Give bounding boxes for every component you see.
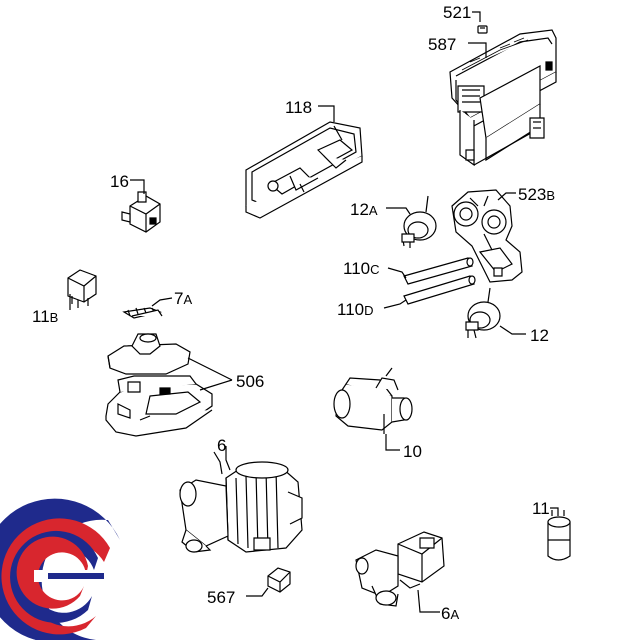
leader-10: [385, 434, 400, 451]
leader-506-b: [199, 379, 233, 391]
brand-logo: [0, 498, 120, 640]
label-506: 506: [236, 372, 264, 391]
part-567-cap: [268, 568, 290, 592]
label-10: 10: [403, 442, 422, 461]
label-6: 6: [217, 436, 226, 455]
part-6-circulation-pump: [180, 452, 302, 552]
leader-12: [499, 325, 526, 335]
label-110C: 110C: [343, 259, 380, 278]
part-10-heater: [334, 368, 412, 434]
part-6A-drain-pump: [356, 532, 444, 606]
label-587: 587: [428, 35, 456, 54]
leader-6A: [417, 589, 440, 613]
label-16: 16: [110, 172, 129, 191]
leader-12A: [386, 207, 411, 215]
part-521-clip: [478, 26, 487, 33]
part-11-capacitor: [548, 510, 570, 560]
label-7A: 7A: [174, 289, 192, 308]
label-6A: 6A: [441, 604, 459, 623]
label-11B: 11B: [32, 307, 58, 326]
leader-11: [550, 507, 559, 516]
leader-521: [472, 11, 481, 22]
part-110C-hose: [404, 258, 473, 284]
label-567: 567: [207, 588, 235, 607]
part-12A-pressure-switch: [402, 196, 436, 248]
part-506-softener-cover: [108, 334, 190, 374]
leader-118: [318, 105, 335, 122]
part-12-pressure-switch: [466, 288, 500, 338]
label-12A: 12A: [350, 200, 378, 219]
label-521: 521: [443, 3, 471, 22]
part-7A-clip: [124, 308, 162, 318]
part-587-control-module: [450, 30, 556, 165]
part-118-detergent-dispenser: [246, 122, 362, 218]
part-110D-hose: [404, 276, 475, 304]
part-523B-sensor-bracket: [452, 190, 522, 282]
leader-110D: [383, 299, 407, 309]
label-118: 118: [285, 98, 312, 117]
label-523B: 523B: [518, 185, 555, 204]
label-12: 12: [530, 326, 549, 345]
part-11B-relay: [68, 270, 96, 308]
leader-587: [468, 42, 487, 58]
leader-506-a: [187, 357, 233, 381]
part-506-softener-base: [106, 376, 212, 436]
leader-6: [225, 446, 231, 471]
leader-110C: [387, 267, 407, 279]
leader-523B: [497, 192, 516, 201]
leader-567: [246, 587, 269, 597]
leader-16: [130, 179, 145, 194]
part-16-door-switch: [122, 192, 160, 232]
label-11: 11: [532, 499, 550, 518]
leader-7A: [151, 297, 173, 307]
label-110D: 110D: [337, 300, 374, 319]
